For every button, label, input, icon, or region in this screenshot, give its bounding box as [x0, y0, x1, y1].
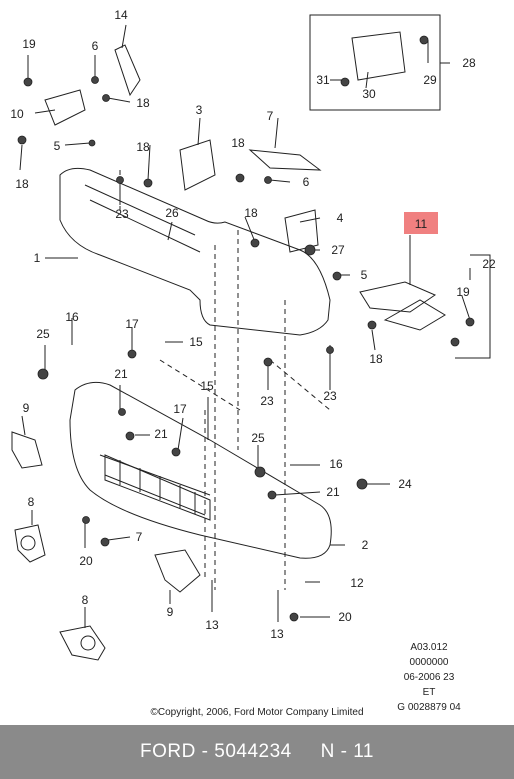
callout-17: 17 — [125, 317, 139, 331]
callout-13: 13 — [270, 627, 284, 641]
footer-part-number: 5044234 — [214, 741, 292, 762]
footer-brand: FORD — [140, 741, 196, 762]
ref-line-2: 0000000 — [409, 657, 449, 668]
callout-31: 31 — [316, 73, 330, 87]
reference-block: A03.012 0000000 06-2006 23 ET G 0028879 … — [374, 640, 484, 715]
copyright-text: ©Copyright, 2006, Ford Motor Company Lim… — [150, 707, 364, 718]
callout-10: 10 — [10, 107, 24, 121]
bezel-shape-9b — [154, 549, 201, 593]
callout-5: 5 — [54, 139, 61, 153]
bracket-shape-3 — [179, 139, 216, 191]
callout-26: 26 — [165, 206, 179, 220]
callout-23: 23 — [323, 389, 337, 403]
callout-21: 21 — [154, 427, 168, 441]
callout-18: 18 — [136, 140, 150, 154]
callout-7: 7 — [136, 530, 143, 544]
callout-28: 28 — [462, 56, 476, 70]
callout-11: 11 — [415, 217, 428, 231]
parts-diagram: 14 19 6 10 18 5 18 3 7 18 18 6 23 26 18 … — [10, 8, 496, 661]
callout-12: 12 — [350, 576, 364, 590]
callout-23: 23 — [115, 207, 129, 221]
callout-2: 2 — [362, 538, 369, 552]
callout-21: 21 — [326, 485, 340, 499]
callout-6: 6 — [303, 175, 310, 189]
footer-bar: FORD - 5044234 N - 11 — [0, 725, 514, 779]
callout-24: 24 — [398, 477, 412, 491]
callout-8: 8 — [28, 495, 35, 509]
callout-8: 8 — [82, 593, 89, 607]
license-bracket-shape — [351, 31, 406, 81]
callout-22: 22 — [482, 257, 496, 271]
callout-7: 7 — [267, 109, 274, 123]
callout-25: 25 — [251, 431, 265, 445]
callout-25: 25 — [36, 327, 50, 341]
callout-18: 18 — [244, 206, 258, 220]
callout-30: 30 — [362, 87, 376, 101]
bracket-shape-7 — [248, 149, 322, 171]
bezel-shape-8a — [14, 524, 46, 563]
callout-15: 15 — [200, 379, 214, 393]
callout-4: 4 — [337, 211, 344, 225]
callout-18: 18 — [231, 136, 245, 150]
callout-19: 19 — [22, 37, 36, 51]
footer-separator-2: N - — [291, 741, 354, 762]
callout-29: 29 — [423, 73, 437, 87]
callout-18: 18 — [369, 352, 383, 366]
callout-16: 16 — [329, 457, 343, 471]
bezel-shape-9a — [11, 431, 43, 469]
callout-20: 20 — [79, 554, 93, 568]
callout-5: 5 — [361, 268, 368, 282]
ref-line-4: ET — [422, 687, 436, 698]
callout-1: 1 — [34, 251, 41, 265]
bezel-shape-8b — [59, 625, 106, 661]
bracket-shape-14 — [114, 44, 141, 97]
ref-line-1: A03.012 — [410, 642, 448, 653]
callout-23: 23 — [260, 394, 274, 408]
callout-9: 9 — [23, 401, 30, 415]
bumper-cover-shape — [69, 381, 332, 559]
callout-19: 19 — [456, 285, 470, 299]
callout-17: 17 — [173, 402, 187, 416]
bracket-shape-11 — [359, 281, 437, 313]
ref-line-5: G 0028879 04 — [397, 702, 461, 713]
bumper-beam-shape — [59, 167, 331, 336]
callout-3: 3 — [196, 103, 203, 117]
callout-13: 13 — [205, 618, 219, 632]
bracket-shape-4 — [284, 209, 319, 253]
grille-shape — [104, 454, 211, 521]
callout-9: 9 — [167, 605, 174, 619]
callout-18: 18 — [136, 96, 150, 110]
callout-16: 16 — [65, 310, 79, 324]
highlight-box-11 — [404, 212, 438, 234]
ref-line-3: 06-2006 23 — [403, 672, 455, 683]
callout-15: 15 — [189, 335, 203, 349]
callout-20: 20 — [338, 610, 352, 624]
callout-27: 27 — [331, 243, 345, 257]
callout-6: 6 — [92, 39, 99, 53]
bracket-shape-10 — [44, 89, 86, 126]
callout-21: 21 — [114, 367, 128, 381]
callout-18: 18 — [15, 177, 29, 191]
callout-14: 14 — [114, 8, 128, 22]
footer-position: 11 — [353, 741, 374, 762]
footer-separator: - — [195, 741, 215, 762]
